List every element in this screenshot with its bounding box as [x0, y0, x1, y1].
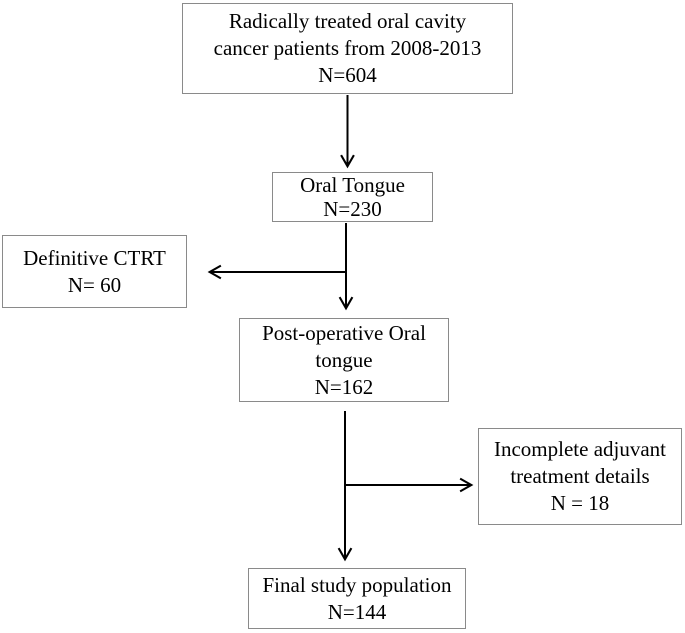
node-text-line: Radically treated oral cavity	[228, 9, 467, 33]
node-text-line: tongue	[315, 347, 373, 372]
node-final-study-population: Final study population N=144	[248, 568, 466, 629]
node-text-line: Oral Tongue	[300, 173, 405, 197]
node-incomplete-adjuvant-details: Incomplete adjuvant treatment details N …	[478, 428, 682, 525]
node-text-line: Definitive CTRT	[23, 245, 166, 270]
node-count: N=230	[323, 197, 382, 221]
node-count: N = 18	[550, 491, 610, 515]
node-text-line: Final study population	[262, 572, 452, 597]
node-text-line: Post-operative Oral	[262, 320, 426, 345]
node-text-line: cancer patients from 2008-2013	[213, 36, 482, 60]
node-count: N= 60	[67, 272, 122, 297]
node-text-line: Incomplete adjuvant	[493, 437, 667, 461]
node-count: N=604	[318, 63, 377, 87]
node-definitive-ctrt: Definitive CTRT N= 60	[2, 235, 187, 308]
node-text-line: treatment details	[510, 464, 650, 488]
node-post-operative-oral-tongue: Post-operative Oral tongue N=162	[239, 318, 449, 402]
node-oral-tongue: Oral Tongue N=230	[272, 172, 433, 222]
node-count: N=144	[327, 599, 387, 624]
node-count: N=162	[314, 374, 374, 399]
node-radically-treated-patients: Radically treated oral cavity cancer pat…	[182, 3, 513, 94]
